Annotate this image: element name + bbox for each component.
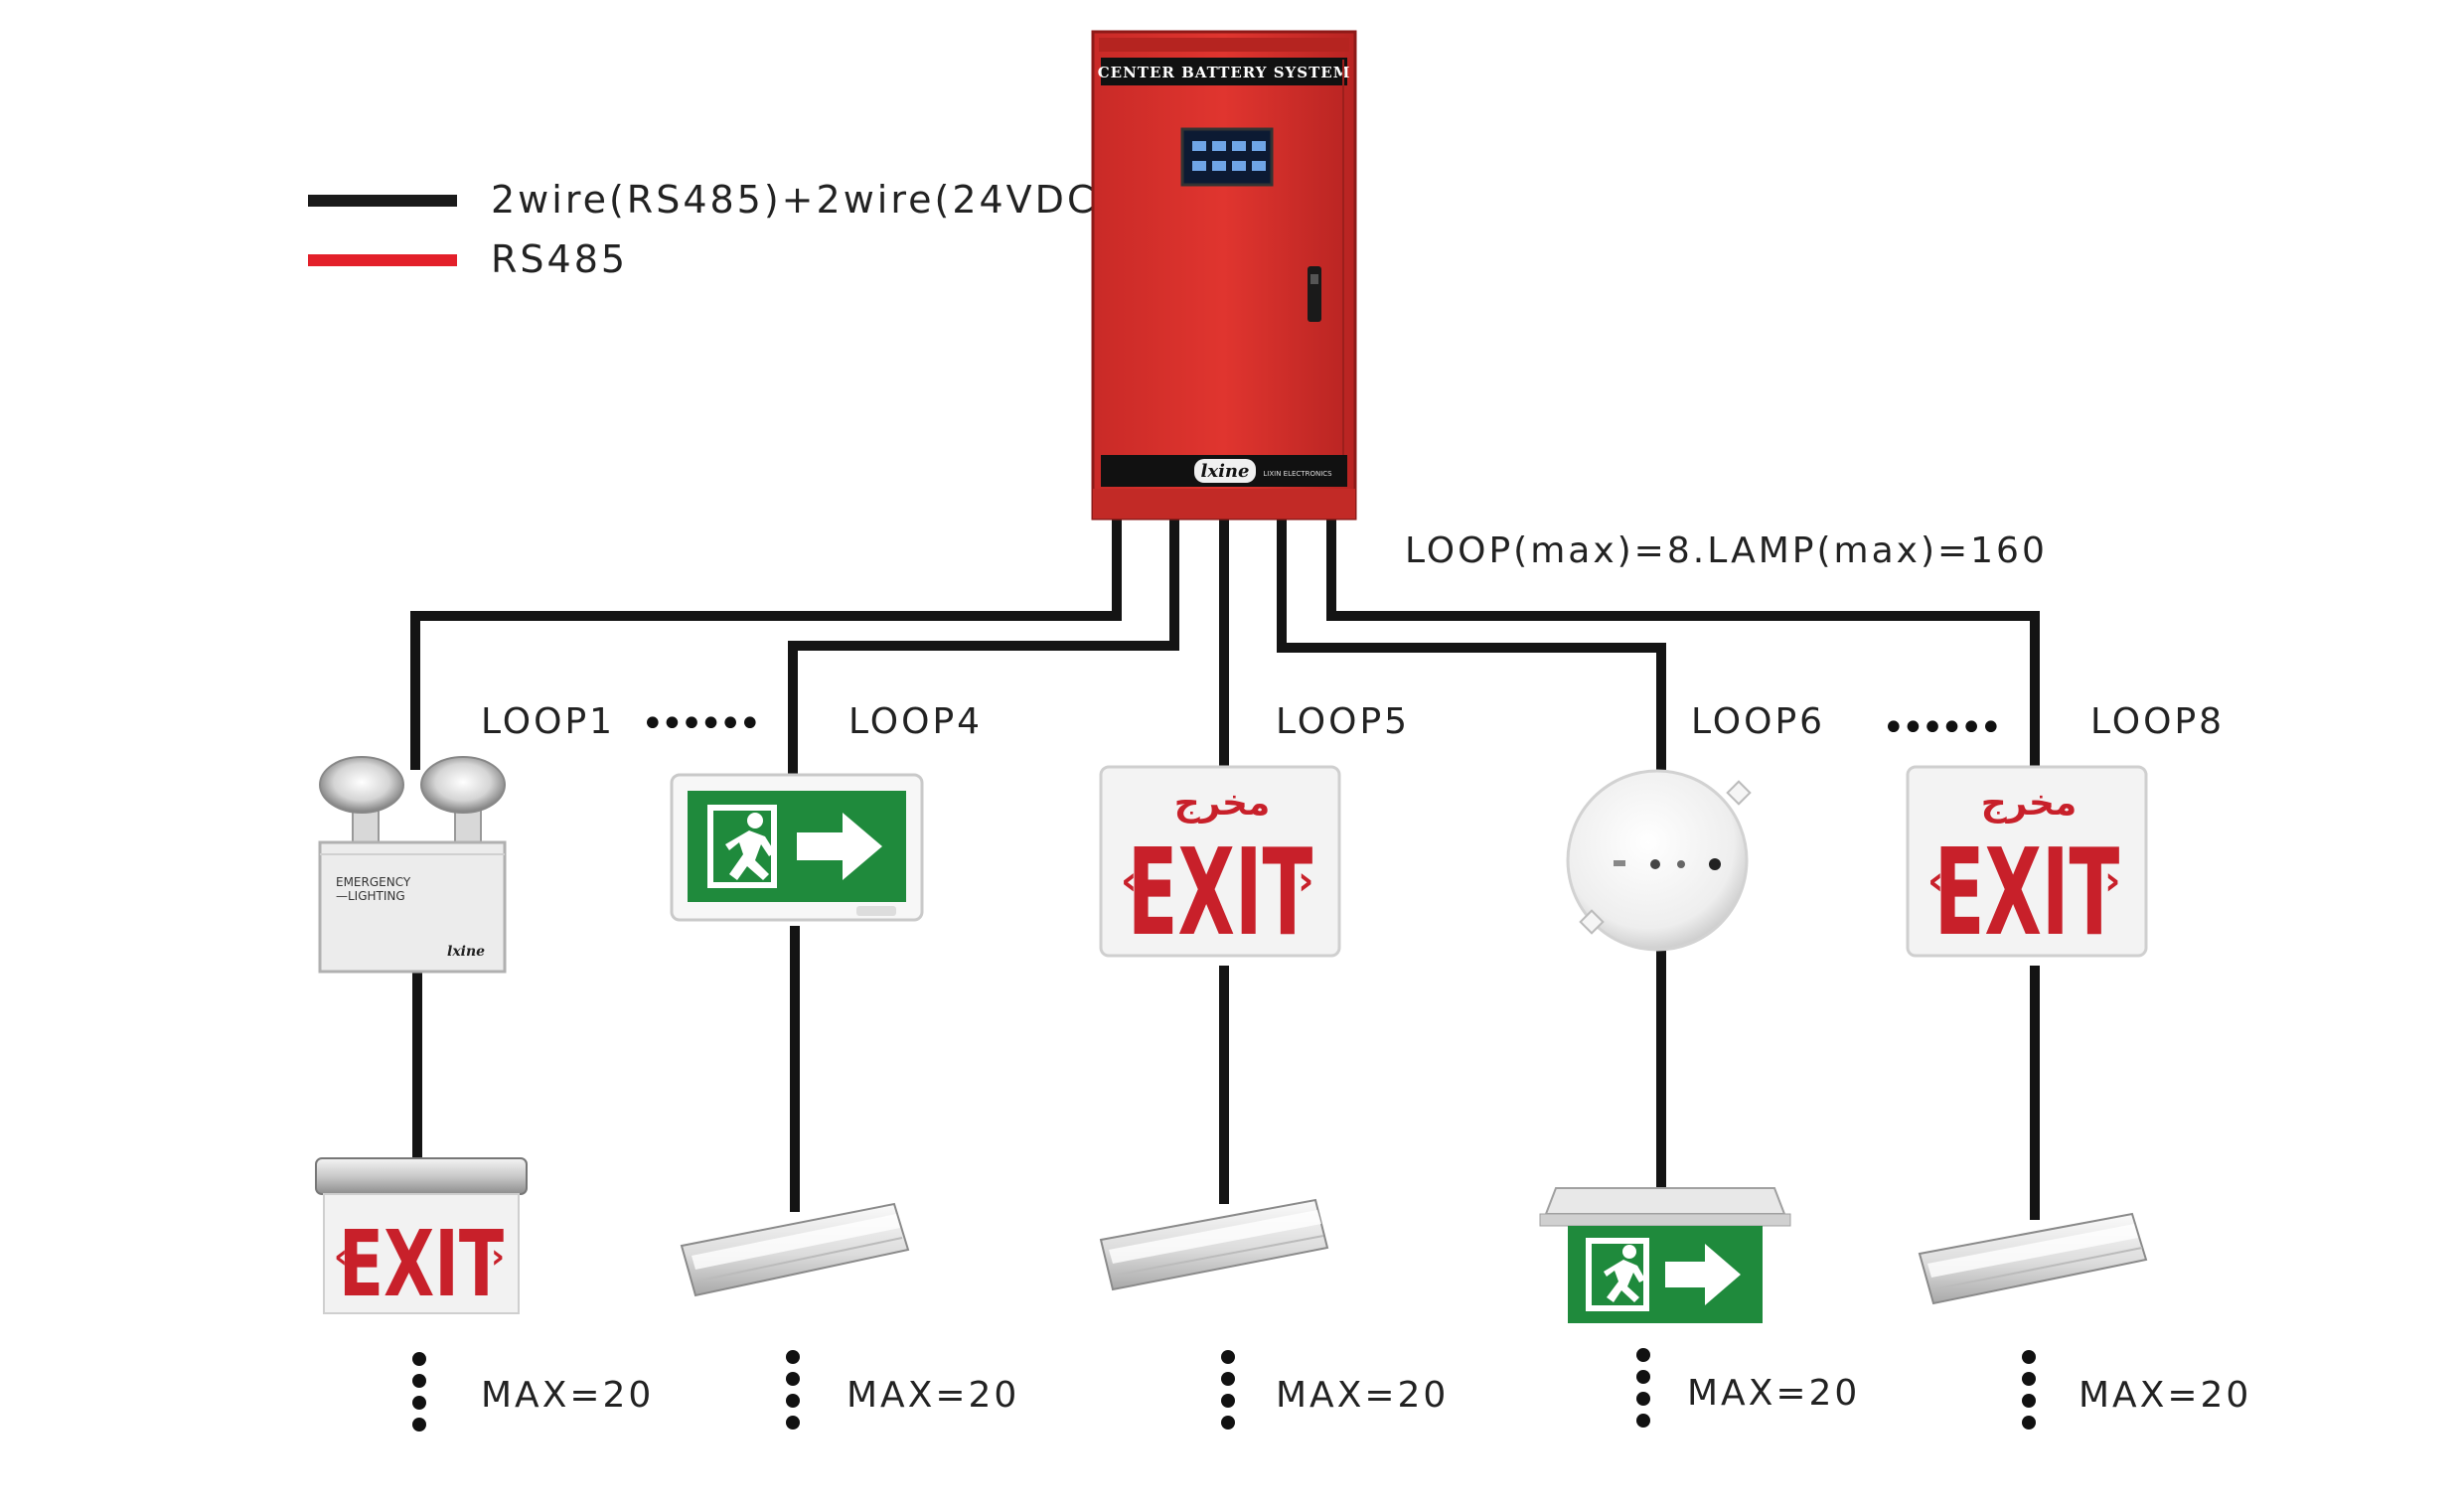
right-arrow-icon: [1665, 1244, 1741, 1305]
vertical-dots: [412, 1348, 2036, 1432]
loop5-max-label: MAX=20: [1276, 1375, 1449, 1416]
edge-lit-exit-word: EXIT: [339, 1211, 504, 1317]
running-man-icon: [1604, 1245, 1645, 1302]
running-man-icon: [725, 813, 775, 880]
cabinet-brand-logo: lxine: [1201, 461, 1250, 482]
loop6-max-label: MAX=20: [1687, 1373, 1860, 1414]
loop5-label: LOOP5: [1276, 701, 1410, 742]
svg-text:›: ›: [2104, 858, 2120, 904]
loop-wires: [410, 517, 2040, 1220]
capacity-note: LOOP(max)=8.LAMP(max)=160: [1405, 530, 2048, 571]
loops-ellipsis-left: ••••••: [641, 701, 758, 747]
emergency-label-line1: EMERGENCY: [336, 875, 411, 889]
right-arrow-icon: [797, 813, 882, 880]
emergency-label-line2: —LIGHTING: [336, 889, 405, 903]
bulkhead-emergency-light: [1099, 1198, 1329, 1291]
loop6-label: LOOP6: [1691, 701, 1825, 742]
svg-text:‹: ‹: [334, 1237, 348, 1277]
red-exit-sign: مخرج EXIT ‹ ›: [1906, 765, 2148, 963]
svg-text:‹: ‹: [1121, 858, 1137, 904]
loop1-max-label: MAX=20: [481, 1375, 654, 1416]
svg-text:›: ›: [491, 1237, 505, 1277]
touch-screen-display: [1180, 127, 1274, 187]
round-recessed-downlight: [1566, 769, 1752, 952]
cabinet-title-bar: [1101, 58, 1347, 85]
bulkhead-emergency-light: [1918, 1212, 2148, 1305]
recessed-running-man-sign: [1539, 1187, 1791, 1323]
exit-arabic-text: مخرج: [1174, 783, 1271, 824]
cabinet-brand-sub: LIXIN ELECTRONICS: [1263, 470, 1332, 478]
legend-power-bus-label: 2wire(RS485)+2wire(24VDC): [491, 178, 1114, 222]
central-battery-cabinet: CENTER BATTERY SYSTEM lxine LIXIN ELECTR…: [1091, 30, 1357, 521]
exit-word: EXIT: [1934, 823, 2120, 963]
svg-text:›: ›: [1298, 858, 1313, 904]
svg-text:‹: ‹: [1927, 858, 1943, 904]
loop8-label: LOOP8: [2090, 701, 2225, 742]
running-man-exit-sign: [670, 773, 924, 922]
loop1-label: LOOP1: [481, 701, 615, 742]
device-brand-logo: lxine: [447, 944, 485, 960]
twin-head-emergency-light: EMERGENCY —LIGHTING lxine: [318, 756, 507, 974]
loop1-wire: [410, 517, 1122, 770]
loop4-label: LOOP4: [848, 701, 983, 742]
legend: 2wire(RS485)+2wire(24VDC) RS485: [308, 178, 1114, 281]
exit-word: EXIT: [1128, 823, 1313, 963]
loop6-wire: [1277, 517, 1666, 775]
loop-labels: LOOP1 LOOP4 LOOP5 LOOP6 LOOP8 •••••• •••…: [481, 701, 2225, 751]
bulkhead-emergency-light: [680, 1202, 910, 1297]
loops-ellipsis-right: ••••••: [1882, 705, 1999, 751]
cabinet-title: CENTER BATTERY SYSTEM: [1098, 64, 1351, 81]
exit-arabic-text: مخرج: [1981, 783, 2078, 824]
loop4-max-label: MAX=20: [847, 1375, 1019, 1416]
loop-capacity-markers: MAX=20 MAX=20 MAX=20 MAX=20 MAX=20: [412, 1348, 2251, 1432]
red-exit-sign: مخرج EXIT ‹ ›: [1099, 765, 1341, 963]
loop8-wire: [1326, 517, 2040, 773]
loop4-wire: [788, 517, 1179, 775]
edge-lit-exit-sign: EXIT ‹ ›: [315, 1157, 528, 1317]
loop8-max-label: MAX=20: [2079, 1375, 2251, 1416]
legend-rs485-label: RS485: [491, 237, 628, 281]
